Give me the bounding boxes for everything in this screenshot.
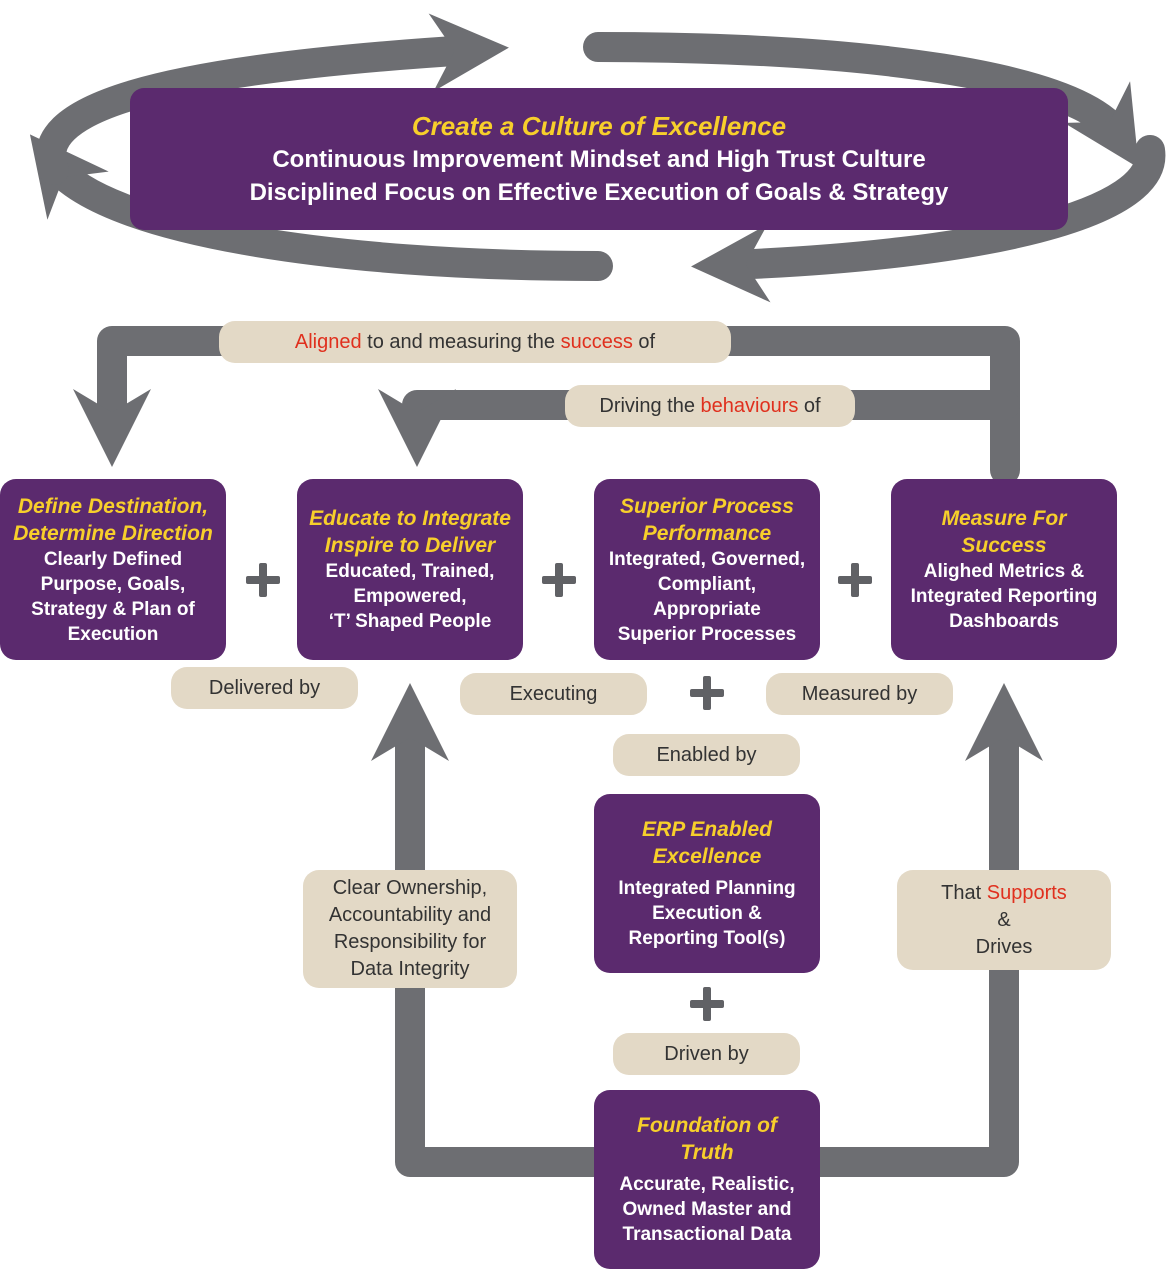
pillar-title: Inspire to Deliver bbox=[324, 534, 496, 557]
plus-icon bbox=[246, 563, 280, 597]
pillar-title: Determine Direction bbox=[13, 521, 213, 545]
pillar-line: ‘T’ Shaped People bbox=[328, 611, 492, 632]
foundation-line: Accurate, Realistic, bbox=[619, 1174, 795, 1195]
delivered-by-label: Delivered by bbox=[171, 667, 358, 709]
pillar-define-destination: Define Destination, Determine Direction … bbox=[0, 479, 226, 660]
pillar-title: Success bbox=[961, 534, 1047, 557]
pillar-line: Integrated, Governed, bbox=[608, 548, 806, 570]
pillar-line: Clearly Defined bbox=[43, 548, 183, 570]
pillar-line: Alighed Metrics & bbox=[923, 561, 1085, 582]
erp-enabled-excellence-box: ERP Enabled Excellence Integrated Planni… bbox=[594, 794, 820, 973]
pillar-educate-integrate: Educate to Integrate Inspire to Deliver … bbox=[297, 479, 523, 660]
plus-icon bbox=[690, 676, 724, 710]
pillar-title: Performance bbox=[642, 521, 772, 545]
supports-drives-label: That Supports & Drives bbox=[897, 870, 1111, 970]
foundation-line: Owned Master and bbox=[622, 1199, 792, 1220]
foundation-title: Truth bbox=[680, 1141, 734, 1164]
pillar-line: Dashboards bbox=[949, 611, 1059, 632]
erp-title: ERP Enabled bbox=[642, 818, 772, 841]
pillar-line: Appropriate bbox=[653, 598, 761, 620]
aligned-label: Aligned to and measuring the success of bbox=[219, 321, 731, 363]
culture-title: Create a Culture of Excellence bbox=[411, 111, 787, 141]
plus-icon bbox=[690, 987, 724, 1021]
driven-by-label: Driven by bbox=[613, 1033, 800, 1075]
pillar-title: Educate to Integrate bbox=[309, 507, 511, 530]
pillar-line: Strategy & Plan of bbox=[31, 598, 195, 620]
pillar-measure-success: Measure For Success Alighed Metrics & In… bbox=[891, 479, 1117, 660]
erp-title: Excellence bbox=[652, 845, 762, 868]
erp-line: Integrated Planning bbox=[618, 878, 796, 899]
pillar-title: Measure For bbox=[941, 507, 1067, 530]
foundation-line: Transactional Data bbox=[622, 1224, 792, 1245]
foundation-of-truth-box: Foundation of Truth Accurate, Realistic,… bbox=[594, 1090, 820, 1269]
supports-arrow bbox=[803, 683, 1043, 1177]
pillar-line: Execution bbox=[67, 623, 159, 645]
foundation-title: Foundation of bbox=[637, 1114, 777, 1137]
pillar-title: Define Destination, bbox=[17, 494, 209, 518]
plus-icon bbox=[838, 563, 872, 597]
pillar-line: Empowered, bbox=[353, 586, 467, 607]
measured-by-label: Measured by bbox=[766, 673, 953, 715]
culture-line-1: Continuous Improvement Mindset and High … bbox=[272, 146, 926, 173]
plus-icon bbox=[542, 563, 576, 597]
driving-label: Driving the behaviours of bbox=[565, 385, 855, 427]
pillar-title: Superior Process bbox=[620, 494, 794, 518]
executing-label: Executing bbox=[460, 673, 647, 715]
ownership-label: Clear Ownership, Accountability and Resp… bbox=[303, 870, 517, 988]
culture-line-2: Disciplined Focus on Effective Execution… bbox=[249, 179, 949, 206]
pillar-line: Purpose, Goals, bbox=[40, 573, 186, 595]
pillar-line: Compliant, bbox=[657, 573, 757, 595]
erp-line: Execution & bbox=[652, 903, 762, 924]
cycle-arrow-top bbox=[583, 32, 1139, 168]
ownership-arrow bbox=[371, 683, 617, 1177]
pillar-superior-process: Superior Process Performance Integrated,… bbox=[594, 479, 820, 660]
erp-line: Reporting Tool(s) bbox=[628, 928, 786, 949]
cycle-arrow-bottom bbox=[29, 134, 613, 281]
culture-banner: Create a Culture of Excellence Continuou… bbox=[130, 88, 1068, 230]
pillar-line: Superior Processes bbox=[617, 623, 797, 645]
enabled-by-label: Enabled by bbox=[613, 734, 800, 776]
pillar-line: Educated, Trained, bbox=[325, 561, 495, 582]
pillar-line: Integrated Reporting bbox=[910, 586, 1098, 607]
